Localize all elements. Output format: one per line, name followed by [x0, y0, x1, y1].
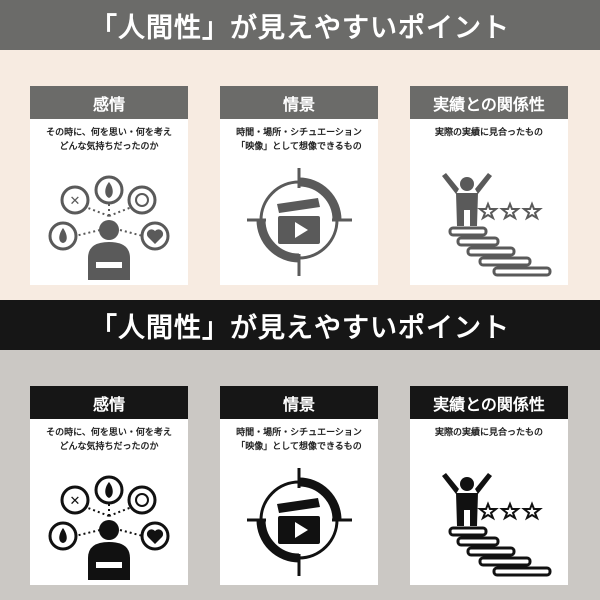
- stairs-achievement-icon: [442, 473, 552, 577]
- svg-text:✕: ✕: [70, 494, 81, 509]
- banner: 「人間性」が見えやすいポイント: [0, 300, 600, 350]
- card-description: 時間・場所・シチュエーション 「映像」として想像できるもの: [236, 428, 362, 452]
- section-bottom: 「人間性」が見えやすいポイント 感情 その時に、何を思い・何を考え どんな気持ち…: [0, 300, 600, 600]
- banner: 「人間性」が見えやすいポイント: [0, 0, 600, 50]
- card-description: その時に、何を思い・何を考え どんな気持ちだったのか: [46, 128, 172, 152]
- emotion-person-icon: ✕: [48, 175, 170, 280]
- card-header: 感情: [30, 86, 188, 119]
- card-header: 感情: [30, 386, 188, 419]
- emotion-person-icon: ✕: [48, 475, 170, 580]
- card-description: その時に、何を思い・何を考え どんな気持ちだったのか: [46, 428, 172, 452]
- card-description: 実際の実績に見合ったもの: [434, 128, 543, 138]
- film-scene-icon: [247, 468, 352, 576]
- card-relationship: 実績との関係性 実際の実績に見合ったもの: [410, 86, 568, 285]
- card-title: 情景: [282, 394, 315, 414]
- card-header: 実績との関係性: [410, 86, 568, 119]
- card-relationship: 実績との関係性 実際の実績に見合ったもの: [410, 386, 568, 585]
- stairs-achievement-icon: [442, 173, 552, 277]
- banner-title: 「人間性」が見えやすいポイント: [90, 12, 510, 44]
- card-title: 感情: [92, 394, 125, 414]
- card-header: 実績との関係性: [410, 386, 568, 419]
- card-title: 実績との関係性: [433, 94, 545, 114]
- card-scene: 情景 時間・場所・シチュエーション 「映像」として想像できるもの: [220, 386, 378, 585]
- banner-title: 「人間性」が見えやすいポイント: [90, 312, 510, 344]
- card-description: 実際の実績に見合ったもの: [434, 428, 543, 438]
- svg-text:✕: ✕: [70, 194, 81, 209]
- section-top: 「人間性」が見えやすいポイント 感情 その時に、何を思い・何を考え どんな気持ち…: [0, 0, 600, 300]
- card-emotion: 感情 その時に、何を思い・何を考え どんな気持ちだったのか ✕: [30, 386, 188, 585]
- film-scene-icon: [247, 168, 352, 276]
- card-emotion: 感情 その時に、何を思い・何を考え どんな気持ちだったのか: [30, 86, 188, 285]
- card-title: 感情: [92, 94, 125, 114]
- card-description: 時間・場所・シチュエーション 「映像」として想像できるもの: [236, 128, 362, 152]
- card-title: 情景: [282, 94, 315, 114]
- card-header: 情景: [220, 386, 378, 419]
- card-scene: 情景 時間・場所・シチュエーション 「映像」として想像できるもの: [220, 86, 378, 285]
- card-title: 実績との関係性: [433, 394, 545, 414]
- card-header: 情景: [220, 86, 378, 119]
